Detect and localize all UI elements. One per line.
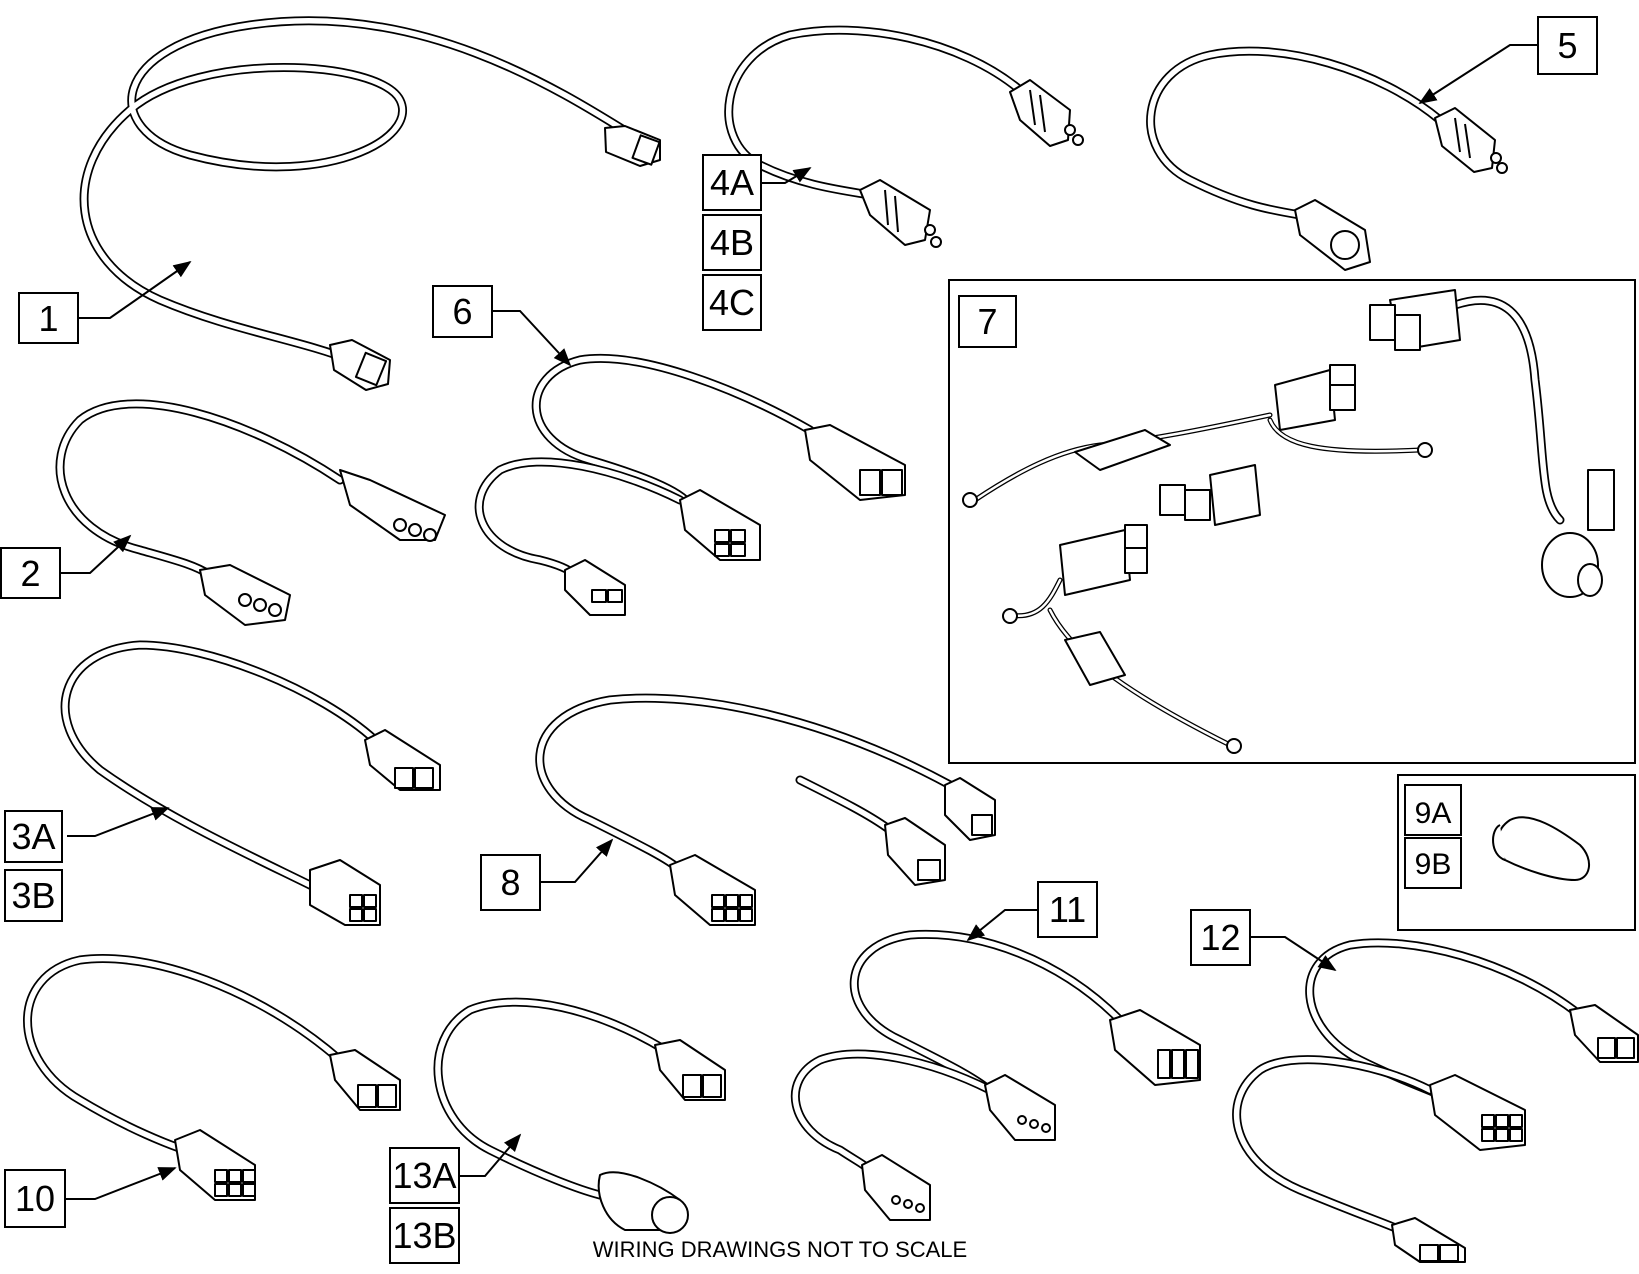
callout-5-label: 5 bbox=[1557, 25, 1577, 66]
connector-8-upper bbox=[944, 777, 996, 841]
harness-7-connector-a bbox=[1369, 289, 1461, 351]
connector-6-mid bbox=[679, 489, 761, 561]
cable-6 bbox=[474, 353, 906, 616]
callout-9b-label: 9B bbox=[1415, 848, 1452, 881]
callout-1-label: 1 bbox=[38, 298, 58, 339]
harness-7-ferrite bbox=[1541, 532, 1603, 598]
callout-9a-label: 9A bbox=[1415, 797, 1452, 830]
callout-7[interactable]: 7 bbox=[958, 295, 1017, 348]
harness-7-fuse-lower bbox=[1064, 631, 1126, 686]
callout-3b[interactable]: 3B bbox=[4, 869, 63, 922]
connector-11-bottom bbox=[861, 1154, 931, 1221]
harness-7-connector-c bbox=[1159, 464, 1261, 526]
callout-13b-label: 13B bbox=[392, 1215, 456, 1256]
connector-8-lower bbox=[884, 817, 946, 886]
callout-6-label: 6 bbox=[452, 291, 472, 332]
callout-6[interactable]: 6 bbox=[432, 285, 493, 338]
connector-1-top bbox=[604, 125, 661, 167]
connector-13-top bbox=[654, 1039, 726, 1101]
connector-10-top bbox=[329, 1049, 401, 1111]
callout-13b[interactable]: 13B bbox=[389, 1207, 460, 1264]
callout-9a[interactable]: 9A bbox=[1404, 784, 1462, 836]
cable-11 bbox=[790, 929, 1201, 1221]
connector-2-top bbox=[339, 469, 446, 542]
callout-8[interactable]: 8 bbox=[480, 854, 541, 911]
callout-11[interactable]: 11 bbox=[1037, 881, 1098, 938]
callout-13a-label: 13A bbox=[392, 1155, 456, 1196]
callout-4c[interactable]: 4C bbox=[702, 274, 762, 331]
cable-5 bbox=[1146, 46, 1508, 271]
connector-10-bottom bbox=[174, 1129, 256, 1201]
connector-12-mid bbox=[1429, 1074, 1526, 1151]
callout-4a[interactable]: 4A bbox=[702, 154, 762, 211]
callout-9b[interactable]: 9B bbox=[1404, 837, 1462, 889]
cable-1 bbox=[79, 16, 661, 391]
callout-3a-label: 3A bbox=[11, 816, 55, 857]
harness-7-connector-d bbox=[1059, 524, 1148, 596]
connector-12-top bbox=[1569, 1004, 1639, 1063]
cable-13 bbox=[433, 997, 726, 1234]
cable-3 bbox=[60, 640, 441, 926]
connector-2-bottom bbox=[199, 564, 291, 626]
callout-7-label: 7 bbox=[977, 301, 997, 342]
harness-7-frame bbox=[948, 279, 1636, 764]
harness-7 bbox=[962, 289, 1615, 754]
connector-4-top bbox=[1009, 79, 1084, 147]
cable-8 bbox=[535, 693, 996, 926]
callout-11-label: 11 bbox=[1049, 889, 1086, 930]
plug-13-bottom bbox=[597, 1171, 689, 1234]
callout-4c-label: 4C bbox=[709, 282, 755, 323]
connector-1-bottom bbox=[329, 339, 391, 391]
harness-7-fuse-upper bbox=[1074, 429, 1171, 471]
connector-4-bottom bbox=[859, 179, 942, 248]
connector-11-mid bbox=[984, 1074, 1056, 1141]
callout-3b-label: 3B bbox=[11, 875, 55, 916]
connector-8-main bbox=[669, 854, 756, 926]
callout-4a-label: 4A bbox=[710, 162, 754, 203]
connector-3-bottom bbox=[309, 859, 381, 926]
connector-5-bottom bbox=[1294, 199, 1371, 271]
connector-12-bottom bbox=[1391, 1217, 1466, 1263]
cable-10 bbox=[23, 953, 401, 1201]
callout-13a[interactable]: 13A bbox=[389, 1147, 460, 1204]
callout-3a[interactable]: 3A bbox=[4, 810, 63, 863]
cap-9 bbox=[1492, 816, 1590, 881]
connector-6-bottom bbox=[564, 559, 626, 616]
connector-5-top bbox=[1434, 107, 1508, 174]
connector-3-top bbox=[364, 729, 441, 791]
callout-8-label: 8 bbox=[500, 862, 520, 903]
leader-lines bbox=[60, 44, 1538, 1200]
cable-12 bbox=[1232, 938, 1639, 1263]
callout-10[interactable]: 10 bbox=[4, 1169, 66, 1228]
connector-6-right bbox=[804, 424, 906, 501]
harness-7-ring-terminals bbox=[962, 442, 1433, 754]
connector-11-top bbox=[1109, 1009, 1201, 1086]
cable-4 bbox=[724, 25, 1084, 248]
callout-2[interactable]: 2 bbox=[0, 547, 61, 599]
cable-2 bbox=[55, 399, 446, 626]
callout-4b-label: 4B bbox=[710, 222, 754, 263]
harness-7-plug bbox=[1587, 469, 1615, 531]
footer-note: WIRING DRAWINGS NOT TO SCALE bbox=[593, 1237, 967, 1262]
callout-2-label: 2 bbox=[20, 553, 40, 594]
harness-7-connector-b bbox=[1274, 364, 1356, 431]
callout-12-label: 12 bbox=[1200, 917, 1240, 958]
callout-12[interactable]: 12 bbox=[1190, 909, 1251, 966]
callout-4b[interactable]: 4B bbox=[702, 214, 762, 271]
callout-1[interactable]: 1 bbox=[18, 292, 79, 344]
callout-10-label: 10 bbox=[15, 1178, 55, 1219]
callout-5[interactable]: 5 bbox=[1537, 16, 1598, 75]
